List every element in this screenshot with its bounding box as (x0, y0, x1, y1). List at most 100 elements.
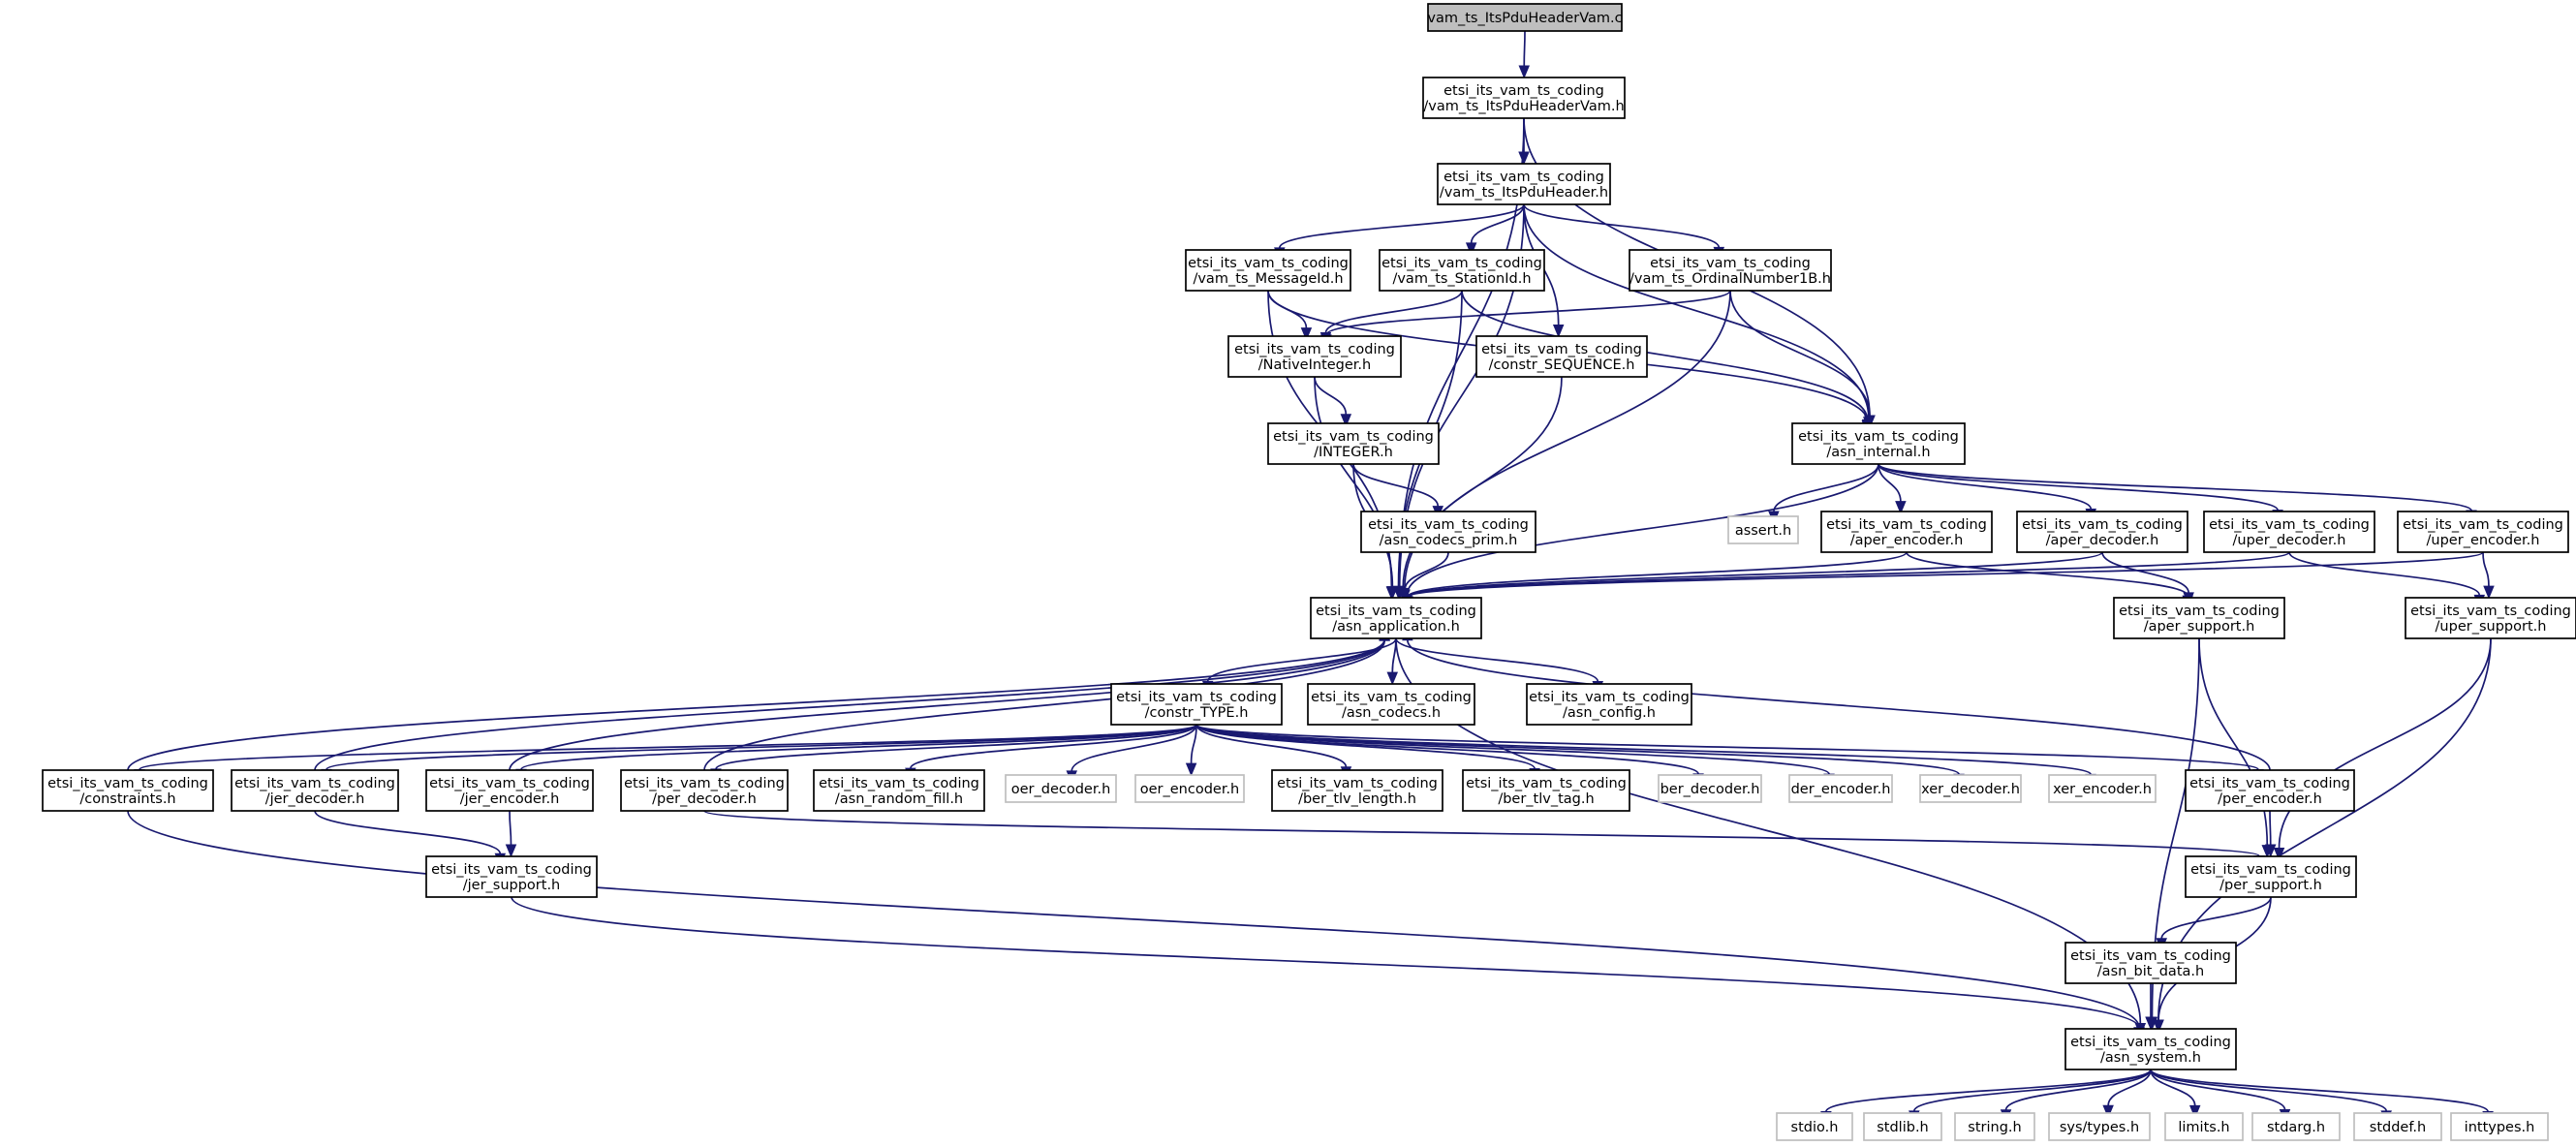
node-station_id[interactable]: etsi_its_vam_ts_coding/vam_ts_StationId.… (1379, 249, 1545, 292)
node-box-per_decoder (620, 769, 789, 812)
node-uper_encoder[interactable]: etsi_its_vam_ts_coding/uper_encoder.h (2397, 511, 2569, 553)
node-label-line: vam_ts_ItsPduHeaderVam.c (1427, 11, 1622, 26)
node-label-line: etsi_its_vam_ts_coding (1529, 690, 1690, 705)
node-constr_sequence[interactable]: etsi_its_vam_ts_coding/constr_SEQUENCE.h (1475, 335, 1648, 378)
node-its_pdu_header_vam[interactable]: etsi_its_vam_ts_coding/vam_ts_ItsPduHead… (1422, 77, 1626, 119)
node-asn_application[interactable]: etsi_its_vam_ts_coding/asn_application.h (1310, 597, 1482, 639)
node-asn_system[interactable]: etsi_its_vam_ts_coding/asn_system.h (2064, 1028, 2237, 1070)
node-native_integer[interactable]: etsi_its_vam_ts_coding/NativeInteger.h (1227, 335, 1402, 378)
node-aper_support[interactable]: etsi_its_vam_ts_coding/aper_support.h (2113, 597, 2285, 639)
node-jer_decoder[interactable]: etsi_its_vam_ts_coding/jer_decoder.h (231, 769, 399, 812)
node-constraints[interactable]: etsi_its_vam_ts_coding/constraints.h (42, 769, 214, 812)
node-per_support[interactable]: etsi_its_vam_ts_coding/per_support.h (2185, 855, 2357, 898)
edge-aper_decoder-to-aper_support (2101, 551, 2189, 594)
node-label-line: /vam_ts_OrdinalNumber1B.h (1629, 271, 1831, 287)
node-box-stddef_h (2353, 1112, 2442, 1141)
node-label-line: /asn_bit_data.h (2097, 964, 2204, 979)
node-label-line: /ber_tlv_tag.h (1498, 791, 1594, 807)
node-box-asn_bit_data (2064, 942, 2237, 984)
node-box-inttypes_h (2450, 1112, 2549, 1141)
node-label-line: etsi_its_vam_ts_coding (1188, 256, 1349, 271)
node-label-line: /vam_ts_ItsPduHeaderVam.h (1423, 99, 1624, 114)
node-integer[interactable]: etsi_its_vam_ts_coding/INTEGER.h (1267, 422, 1440, 465)
node-constr_type[interactable]: etsi_its_vam_ts_coding/constr_TYPE.h (1110, 683, 1283, 726)
node-label-line: /vam_ts_MessageId.h (1193, 271, 1343, 287)
node-label-line: etsi_its_vam_ts_coding (1826, 517, 1987, 533)
edge-per_encoder-to-asn_application (1407, 639, 2271, 771)
edge-asn_system-to-limits_h (2150, 1069, 2196, 1106)
node-box-jer_decoder (231, 769, 399, 812)
edge-uper_encoder-to-uper_support (2482, 551, 2490, 587)
arrowhead-per_encoder-to-per_support (2264, 844, 2277, 858)
node-oer_encoder: oer_encoder.h (1134, 774, 1245, 803)
node-box-xer_encoder (2048, 774, 2157, 803)
node-per_encoder[interactable]: etsi_its_vam_ts_coding/per_encoder.h (2185, 769, 2355, 812)
edge-constraints-to-asn_system (127, 810, 2140, 1028)
arrowhead-asn_bit_data-to-asn_system (2145, 1016, 2157, 1031)
node-asn_codecs_prim[interactable]: etsi_its_vam_ts_coding/asn_codecs_prim.h (1360, 511, 1536, 553)
node-its_pdu_header[interactable]: etsi_its_vam_ts_coding/vam_ts_ItsPduHead… (1437, 163, 1611, 205)
node-box-jer_encoder (425, 769, 594, 812)
node-label-line: etsi_its_vam_ts_coding (47, 776, 208, 791)
arrowhead-per_support-to-asn_system (2153, 1019, 2164, 1034)
node-label-line: etsi_its_vam_ts_coding (1368, 517, 1529, 533)
node-label-line: xer_decoder.h (1921, 782, 2020, 797)
node-box-aper_encoder (1820, 511, 1993, 553)
arrowhead-root-to-its_pdu_header_vam (1518, 65, 1530, 79)
node-jer_support[interactable]: etsi_its_vam_ts_coding/jer_support.h (425, 855, 598, 898)
node-label-line: etsi_its_vam_ts_coding (431, 862, 592, 878)
edge-constr_type-to-der_encoder (1195, 724, 1830, 775)
node-box-uper_encoder (2397, 511, 2569, 553)
edge-asn_system-to-sys_types_h (2107, 1069, 2152, 1106)
node-ber_tlv_length[interactable]: etsi_its_vam_ts_coding/ber_tlv_length.h (1271, 769, 1443, 812)
node-uper_decoder[interactable]: etsi_its_vam_ts_coding/uper_decoder.h (2203, 511, 2375, 553)
node-label-line: assert.h (1735, 523, 1791, 539)
node-label-line: limits.h (2178, 1120, 2229, 1135)
edge-aper_support-to-per_support (2198, 637, 2269, 846)
node-box-aper_support (2113, 597, 2285, 639)
edge-aper_encoder-to-aper_support (1906, 551, 2188, 597)
edge-station_id-to-asn_internal (1461, 290, 1869, 420)
node-label-line: /constraints.h (79, 791, 175, 807)
node-asn_bit_data[interactable]: etsi_its_vam_ts_coding/asn_bit_data.h (2064, 942, 2237, 984)
arrowhead-its_pdu_header_vam-to-its_pdu_header (1518, 151, 1530, 166)
edge-jer_encoder-to-asn_application (509, 639, 1385, 771)
node-asn_config[interactable]: etsi_its_vam_ts_coding/asn_config.h (1526, 683, 1692, 726)
node-box-jer_support (425, 855, 598, 898)
node-asn_codecs[interactable]: etsi_its_vam_ts_coding/asn_codecs.h (1307, 683, 1475, 726)
node-message_id[interactable]: etsi_its_vam_ts_coding/vam_ts_MessageId.… (1185, 249, 1351, 292)
node-aper_encoder[interactable]: etsi_its_vam_ts_coding/aper_encoder.h (1820, 511, 1993, 553)
node-box-asn_system (2064, 1028, 2237, 1070)
node-asn_random_fill[interactable]: etsi_its_vam_ts_coding/asn_random_fill.h (813, 769, 985, 812)
node-label-line: etsi_its_vam_ts_coding (1650, 256, 1811, 271)
node-uper_support[interactable]: etsi_its_vam_ts_coding/uper_support.h (2405, 597, 2576, 639)
edge-asn_internal-to-assert_h (1773, 463, 1879, 512)
node-xer_decoder: xer_decoder.h (1919, 774, 2022, 803)
edge-per_decoder-to-per_support (703, 810, 2260, 857)
edge-per_encoder-to-per_support (2269, 810, 2272, 846)
node-der_encoder: der_encoder.h (1788, 774, 1893, 803)
node-layer: vam_ts_ItsPduHeaderVam.c etsi_its_vam_ts_… (42, 3, 2576, 1141)
edge-constr_type-to-oer_decoder (1071, 724, 1197, 772)
edge-constr_type-to-xer_encoder (1195, 724, 2092, 776)
node-label-line: stdio.h (1791, 1120, 1839, 1135)
node-box-uper_decoder (2203, 511, 2375, 553)
node-box-asn_application (1310, 597, 1482, 639)
node-label-line: /asn_random_fill.h (835, 791, 963, 807)
node-label-line: etsi_its_vam_ts_coding (1311, 690, 1472, 705)
node-label-line: etsi_its_vam_ts_coding (1234, 342, 1395, 357)
node-label-line: oer_decoder.h (1011, 782, 1111, 797)
node-label-line: /vam_ts_ItsPduHeader.h (1440, 185, 1608, 201)
node-asn_internal[interactable]: etsi_its_vam_ts_coding/asn_internal.h (1791, 422, 1966, 465)
node-root[interactable]: vam_ts_ItsPduHeaderVam.c (1427, 3, 1623, 32)
node-box-station_id (1379, 249, 1545, 292)
node-ber_decoder: ber_decoder.h (1658, 774, 1762, 803)
node-ber_tlv_tag[interactable]: etsi_its_vam_ts_coding/ber_tlv_tag.h (1462, 769, 1630, 812)
node-label-line: /asn_codecs_prim.h (1380, 533, 1518, 548)
node-per_decoder[interactable]: etsi_its_vam_ts_coding/per_decoder.h (620, 769, 789, 812)
node-jer_encoder[interactable]: etsi_its_vam_ts_coding/jer_encoder.h (425, 769, 594, 812)
node-box-limits_h (2164, 1112, 2244, 1141)
node-label-line: /asn_application.h (1332, 619, 1460, 635)
node-aper_decoder[interactable]: etsi_its_vam_ts_coding/aper_decoder.h (2016, 511, 2188, 553)
node-ordinal_number[interactable]: etsi_its_vam_ts_coding/vam_ts_OrdinalNum… (1629, 249, 1832, 292)
